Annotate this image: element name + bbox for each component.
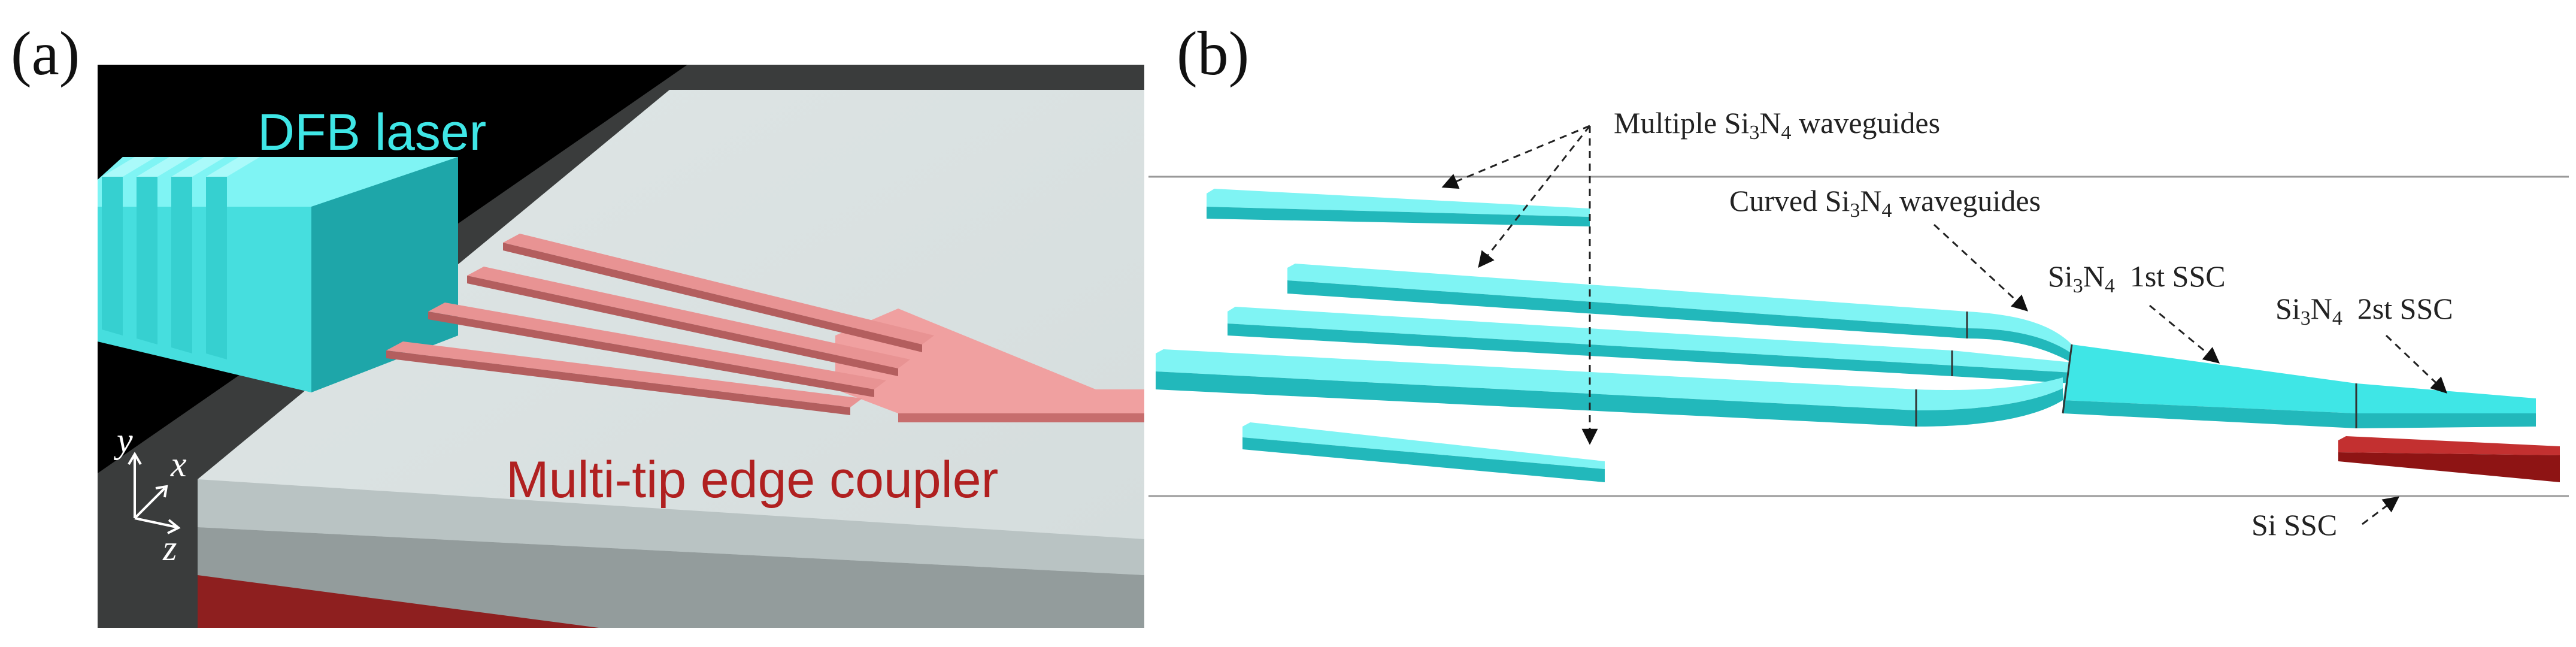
multi-tip-edge-coupler [386,234,1144,422]
sin-ssc-taper [2062,344,2536,428]
coupler-label: Multi-tip edge coupler [506,451,998,509]
straight-waveguide-bottom [1242,422,1605,482]
dfb-laser-label: DFB laser [257,104,486,161]
panel-b-illustration: Multiple Si3N4 waveguides Curved Si3N4 w… [1148,106,2569,542]
ssc2-label: Si3N4 2st SSC [2275,292,2453,329]
multiple-waveguides-label: Multiple Si3N4 waveguides [1614,106,1940,144]
chip-front-lower [198,527,1144,628]
curved-waveguides [1156,264,2072,427]
axis-z-label: z [162,528,177,568]
si-ssc-label: Si SSC [2251,508,2337,542]
panel-a-label: (a) [11,19,80,88]
axis-y-label: y [113,421,133,460]
axis-x-label: x [170,445,187,484]
ssc1-label: Si3N4 1st SSC [2048,259,2226,297]
si-ssc [2338,436,2560,482]
axes-indicator [128,452,181,534]
panel-a-illustration: DFB laser Multi-tip edge coupler y x z [98,65,1144,628]
panel-b-label: (b) [1177,19,1250,88]
chip-front-upper [198,479,1144,575]
substrate-layer [198,575,599,628]
annotation-arrows [1441,125,2447,525]
curved-waveguides-label: Curved Si3N4 waveguides [1729,184,2041,222]
straight-waveguide-top [1207,189,1590,226]
dfb-laser [98,157,458,392]
